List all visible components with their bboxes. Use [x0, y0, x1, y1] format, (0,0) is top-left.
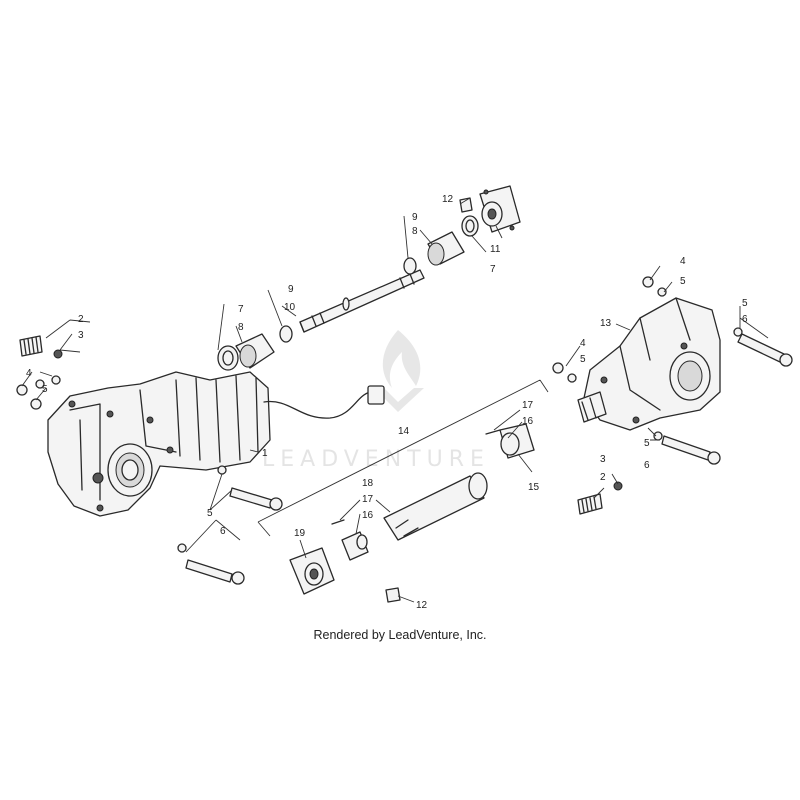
render-credit: Rendered by LeadVenture, Inc.: [313, 628, 487, 642]
callout-6: 6: [644, 460, 650, 471]
wire-connector: [367, 385, 385, 405]
rear-driveshaft: [289, 423, 535, 603]
callout-14: 14: [398, 426, 410, 437]
callout-18: 18: [362, 478, 374, 489]
callout-4: 4: [580, 338, 586, 349]
callout-17: 17: [522, 400, 534, 411]
front-differential-housing: [47, 371, 271, 517]
callout-15: 15: [528, 482, 540, 493]
callout-11: 11: [490, 244, 501, 255]
sensor-wire: [263, 391, 371, 419]
watermark-text: LEADVENTURE: [262, 447, 490, 472]
nut-washer-left: [16, 375, 61, 410]
callout-5: 5: [742, 298, 748, 309]
rear-differential-housing: [577, 297, 721, 431]
callout-6: 6: [220, 526, 226, 537]
callout-8: 8: [238, 322, 244, 333]
callout-5: 5: [644, 438, 650, 449]
callout-9: 9: [288, 284, 294, 295]
callout-17: 17: [362, 494, 374, 505]
callout-7: 7: [238, 304, 244, 315]
callout-9: 9: [412, 212, 418, 223]
callout-5: 5: [42, 384, 48, 395]
callout-labels: 1 2 3 4 5 5 6 7 8 9 10 12 9 8 11 7 14 17…: [26, 194, 748, 611]
callout-5: 5: [580, 354, 586, 365]
callout-8: 8: [412, 226, 418, 237]
callout-4: 4: [26, 368, 32, 379]
vent-fitting-rear: [577, 493, 603, 515]
clamp-left: [53, 349, 63, 359]
callout-2: 2: [78, 314, 84, 325]
callout-12: 12: [442, 194, 454, 205]
rear-fasteners: [552, 276, 793, 465]
callout-5: 5: [207, 508, 213, 519]
callout-5: 5: [680, 276, 686, 287]
callout-16: 16: [522, 416, 534, 427]
vent-fitting-left: [19, 335, 43, 357]
callout-12: 12: [416, 600, 428, 611]
flame-v-logo-icon: [374, 330, 424, 412]
callout-3: 3: [600, 454, 606, 465]
callout-2: 2: [600, 472, 606, 483]
group-bracket-14: [257, 379, 549, 537]
callout-7: 7: [490, 264, 496, 275]
clamp-rear: [613, 481, 623, 491]
callout-3: 3: [78, 330, 84, 341]
callout-4: 4: [680, 256, 686, 267]
callout-19: 19: [294, 528, 306, 539]
callout-13: 13: [600, 318, 612, 329]
front-driveshaft: [217, 185, 521, 371]
long-bolts-left: [177, 465, 283, 585]
callout-10: 10: [284, 302, 296, 313]
callout-16: 16: [362, 510, 374, 521]
callout-1: 1: [262, 448, 268, 459]
callout-6: 6: [742, 314, 748, 325]
leader-lines: [21, 197, 769, 603]
